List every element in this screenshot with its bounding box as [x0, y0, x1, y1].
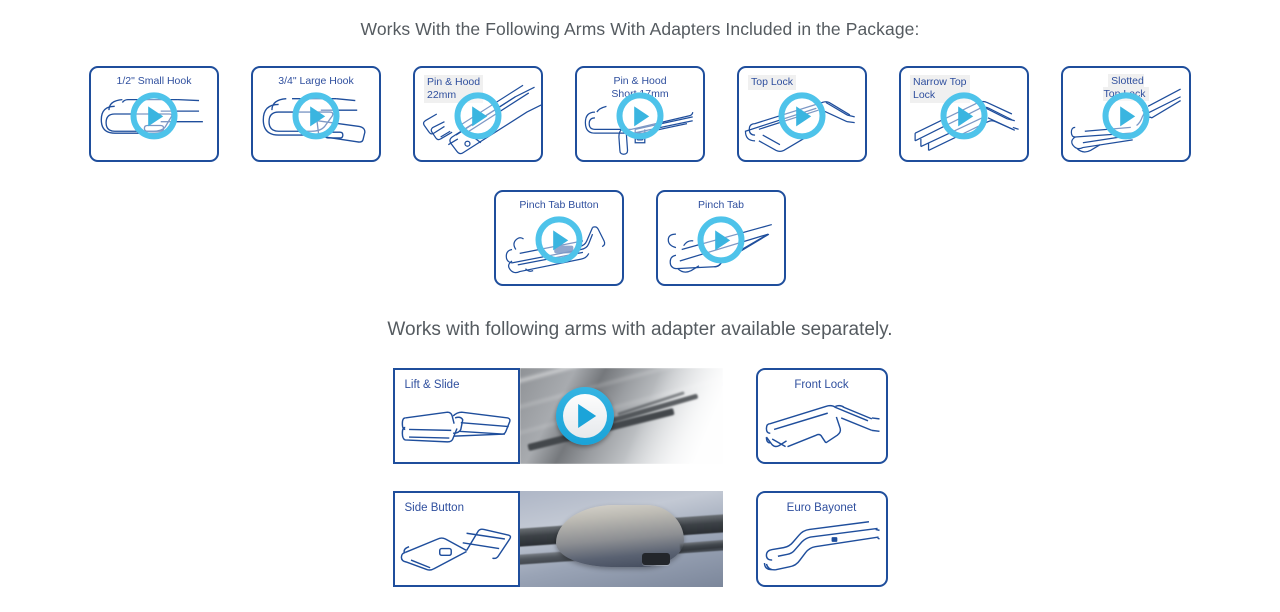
- diagram-card-side-button[interactable]: Side Button: [392, 491, 520, 587]
- adapter-card-pinch-tab[interactable]: Pinch Tab: [656, 190, 786, 286]
- adapter-card-large-hook[interactable]: 3/4" Large Hook: [251, 66, 381, 162]
- adapter-card-label: Narrow Top Lock: [910, 75, 970, 103]
- lift-and-slide-unit[interactable]: Lift & Slide: [392, 368, 723, 464]
- adapter-card-slotted-top-lock[interactable]: Slotted Top Lock: [1061, 66, 1191, 162]
- adapter-card-small-hook[interactable]: 1/2" Small Hook: [89, 66, 219, 162]
- play-triangle-icon: [552, 229, 568, 250]
- play-button[interactable]: [454, 92, 502, 140]
- photo-windshield-wiper[interactable]: [519, 368, 723, 464]
- included-adapters-row-1: 1/2" Small Hook 3/4" Large Hook: [0, 66, 1280, 162]
- play-button[interactable]: [697, 216, 745, 264]
- play-triangle-icon: [633, 105, 649, 126]
- adapter-card-top-lock[interactable]: Top Lock: [737, 66, 867, 162]
- play-triangle-icon: [471, 105, 487, 126]
- page-title-separate: Works with following arms with adapter a…: [387, 319, 893, 340]
- adapter-card-label: 3/4" Large Hook: [278, 75, 354, 87]
- adapter-card-pinch-tab-button[interactable]: Pinch Tab Button: [494, 190, 624, 286]
- adapter-card-label: Pinch Tab: [698, 199, 744, 211]
- play-button[interactable]: [940, 92, 988, 140]
- diagram-card-lift-and-slide[interactable]: Lift & Slide: [392, 368, 520, 464]
- photo-image: [519, 368, 723, 464]
- play-triangle-icon: [957, 105, 973, 126]
- photo-wiper-adapter-closeup[interactable]: [519, 491, 723, 587]
- top-lock-diagram-icon: [739, 68, 865, 160]
- play-button[interactable]: [555, 387, 614, 445]
- play-button[interactable]: [616, 92, 664, 140]
- play-triangle-icon: [577, 404, 596, 428]
- adapter-card-label: Pinch Tab Button: [519, 199, 599, 211]
- lift-and-slide-diagram-icon: [395, 370, 518, 462]
- side-button-unit[interactable]: Side Button: [392, 491, 723, 587]
- play-triangle-icon: [795, 105, 811, 126]
- separate-adapters-section: Lift & Slide: [0, 368, 1280, 587]
- play-button[interactable]: [130, 92, 178, 140]
- play-triangle-icon: [1119, 105, 1135, 126]
- adapter-card-label: Top Lock: [748, 75, 797, 90]
- adapter-card-front-lock[interactable]: Front Lock: [755, 368, 888, 464]
- adapter-card-label: Euro Bayonet: [786, 502, 857, 514]
- play-triangle-icon: [714, 229, 730, 250]
- adapter-card-label: Slotted Top Lock: [1063, 74, 1189, 101]
- adapter-card-label: Side Button: [404, 502, 464, 514]
- play-triangle-icon: [309, 105, 325, 126]
- separate-adapters-row-2: Side Button: [0, 491, 1280, 587]
- adapter-card-euro-bayonet[interactable]: Euro Bayonet: [755, 491, 888, 587]
- adapter-card-label: Lift & Slide: [404, 379, 460, 391]
- play-ring: [778, 92, 826, 140]
- play-button[interactable]: [1102, 92, 1150, 140]
- included-adapters-section: 1/2" Small Hook 3/4" Large Hook: [0, 66, 1280, 286]
- front-lock-diagram-icon: [758, 370, 886, 462]
- side-button-diagram-icon: [395, 493, 518, 585]
- play-ring: [130, 92, 178, 140]
- separate-adapters-row-1: Lift & Slide: [0, 368, 1280, 464]
- adapter-card-label: Front Lock: [794, 379, 849, 391]
- play-button[interactable]: [778, 92, 826, 140]
- included-adapters-row-2: Pinch Tab Button Pinch Tab: [0, 190, 1280, 286]
- page-title-included: Works With the Following Arms With Adapt…: [360, 19, 920, 39]
- play-button[interactable]: [292, 92, 340, 140]
- adapter-card-pin-hood-short-17mm[interactable]: Pin & Hood Short 17mm: [575, 66, 705, 162]
- play-triangle-icon: [147, 105, 163, 126]
- adapter-card-narrow-top-lock[interactable]: Narrow Top Lock: [899, 66, 1029, 162]
- adapter-card-label: 1/2" Small Hook: [116, 75, 192, 87]
- euro-bayonet-diagram-icon: [758, 493, 886, 585]
- photo-image: [519, 491, 723, 587]
- play-button[interactable]: [535, 216, 583, 264]
- adapter-card-pin-hood-22mm[interactable]: Pin & Hood 22mm: [413, 66, 543, 162]
